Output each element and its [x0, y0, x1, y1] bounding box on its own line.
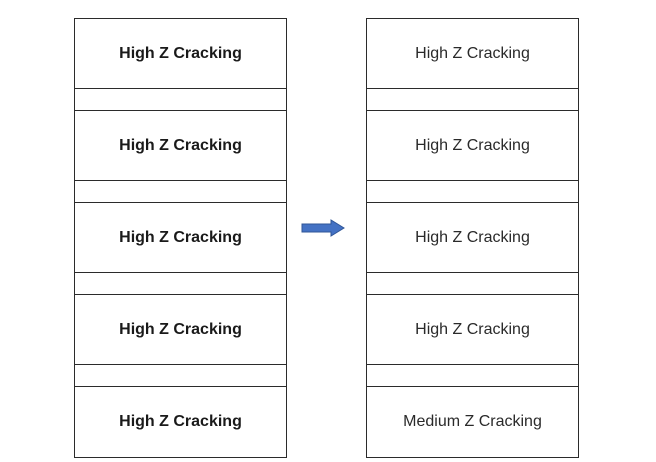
- left-layer-1: High Z Cracking: [119, 44, 242, 62]
- left-layer-2: High Z Cracking: [119, 136, 242, 154]
- left-spacer-1: [75, 88, 286, 111]
- right-spacer-4: [367, 364, 578, 387]
- right-stack: High Z Cracking High Z Cracking High Z C…: [366, 18, 579, 458]
- right-arrow-icon: [301, 219, 345, 237]
- right-layer-3: High Z Cracking: [415, 228, 530, 246]
- arrow-shape: [301, 219, 345, 237]
- left-layer-3: High Z Cracking: [119, 228, 242, 246]
- left-spacer-2: [75, 180, 286, 203]
- left-spacer-3: [75, 272, 286, 295]
- left-stack: High Z Cracking High Z Cracking High Z C…: [74, 18, 287, 458]
- right-layer-2: High Z Cracking: [415, 136, 530, 154]
- right-spacer-2: [367, 180, 578, 203]
- right-spacer-3: [367, 272, 578, 295]
- left-layer-5: High Z Cracking: [119, 413, 242, 430]
- right-layer-5: Medium Z Cracking: [403, 413, 542, 430]
- right-layer-1: High Z Cracking: [415, 44, 530, 62]
- right-spacer-1: [367, 88, 578, 111]
- left-spacer-4: [75, 364, 286, 387]
- left-layer-4: High Z Cracking: [119, 320, 242, 338]
- right-layer-4: High Z Cracking: [415, 320, 530, 338]
